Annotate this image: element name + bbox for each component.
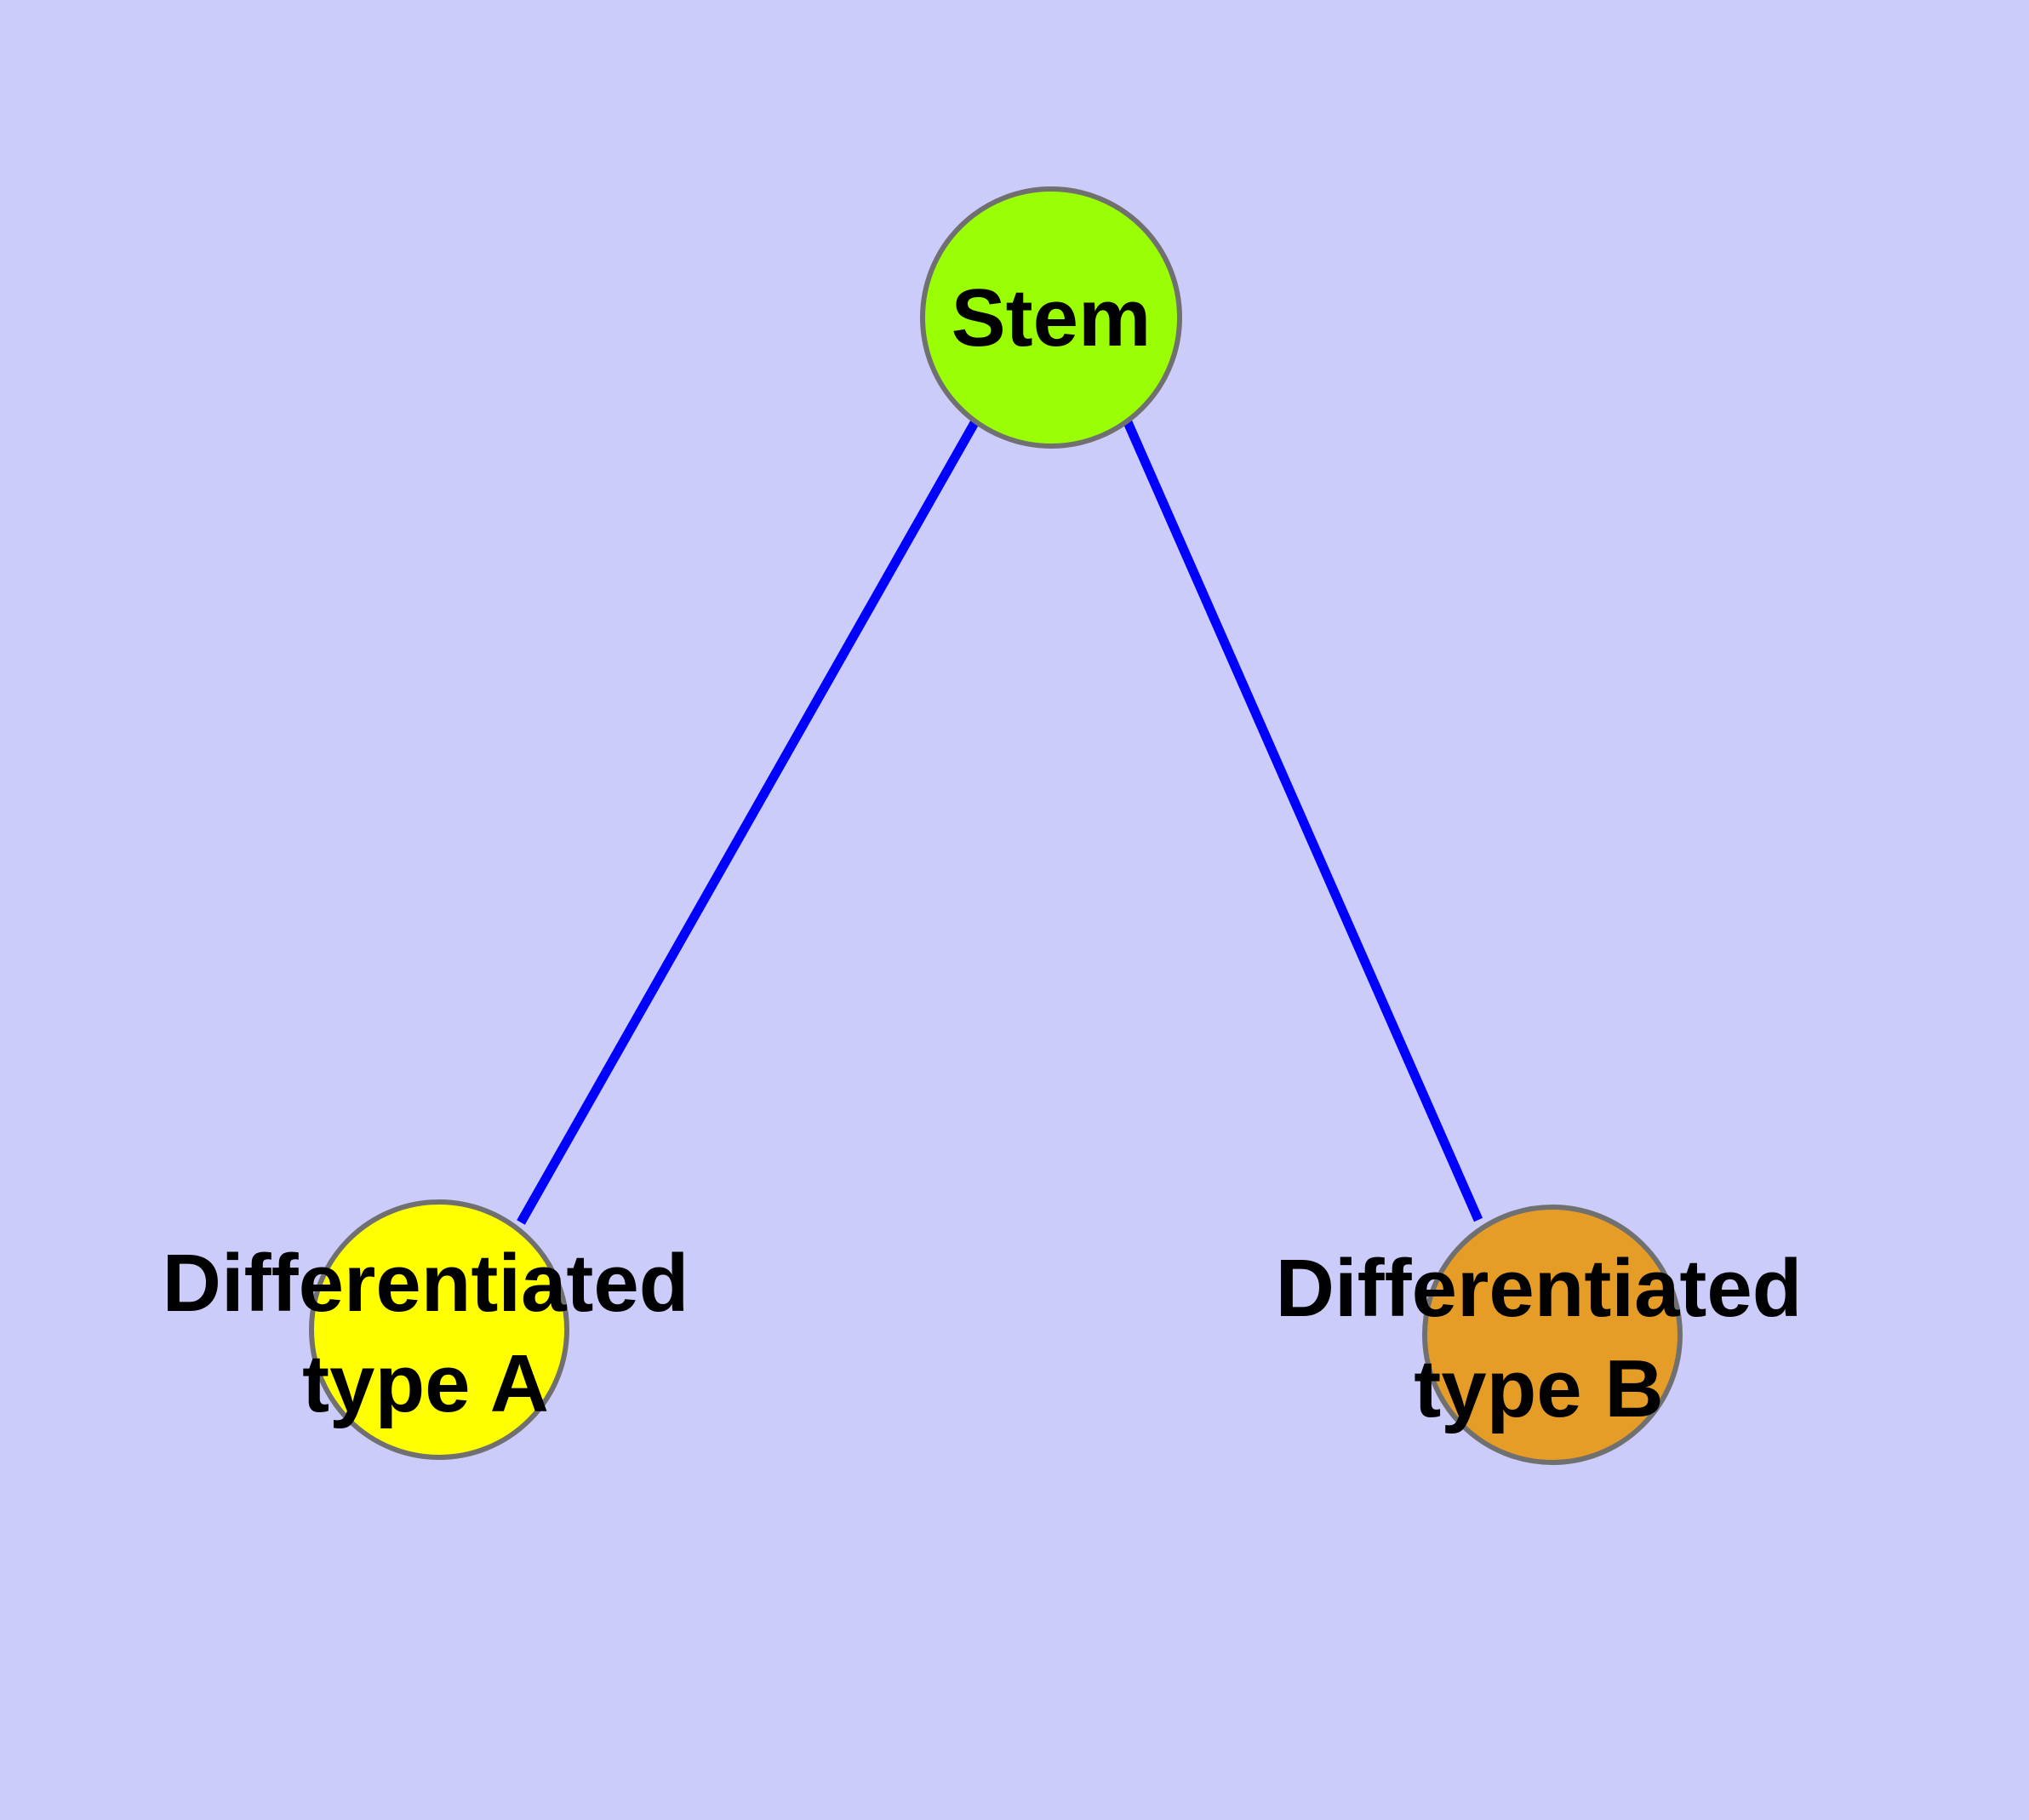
node-label-stem: Stem (952, 272, 1152, 363)
node-circle-differentiated-type-a[interactable] (309, 1199, 569, 1460)
node-circle-stem[interactable] (920, 186, 1182, 449)
edge-stem-to-differentiated-type-b[interactable] (1123, 420, 1483, 1222)
node-label-line: type A (302, 1338, 549, 1429)
node-differentiated-type-b[interactable] (1422, 1205, 1683, 1465)
node-circle-differentiated-type-b[interactable] (1422, 1205, 1683, 1465)
nodes-layer (309, 186, 1683, 1465)
node-stem[interactable] (920, 186, 1182, 449)
node-label-line: type B (1414, 1343, 1663, 1434)
node-label-line: Differentiated (163, 1238, 689, 1329)
node-label-line: Differentiated (1276, 1243, 1803, 1334)
edge-stem-to-differentiated-type-a[interactable] (517, 419, 980, 1225)
node-label-line: Stem (952, 272, 1152, 363)
edges-layer (517, 419, 1483, 1225)
node-differentiated-type-a[interactable] (309, 1199, 569, 1460)
